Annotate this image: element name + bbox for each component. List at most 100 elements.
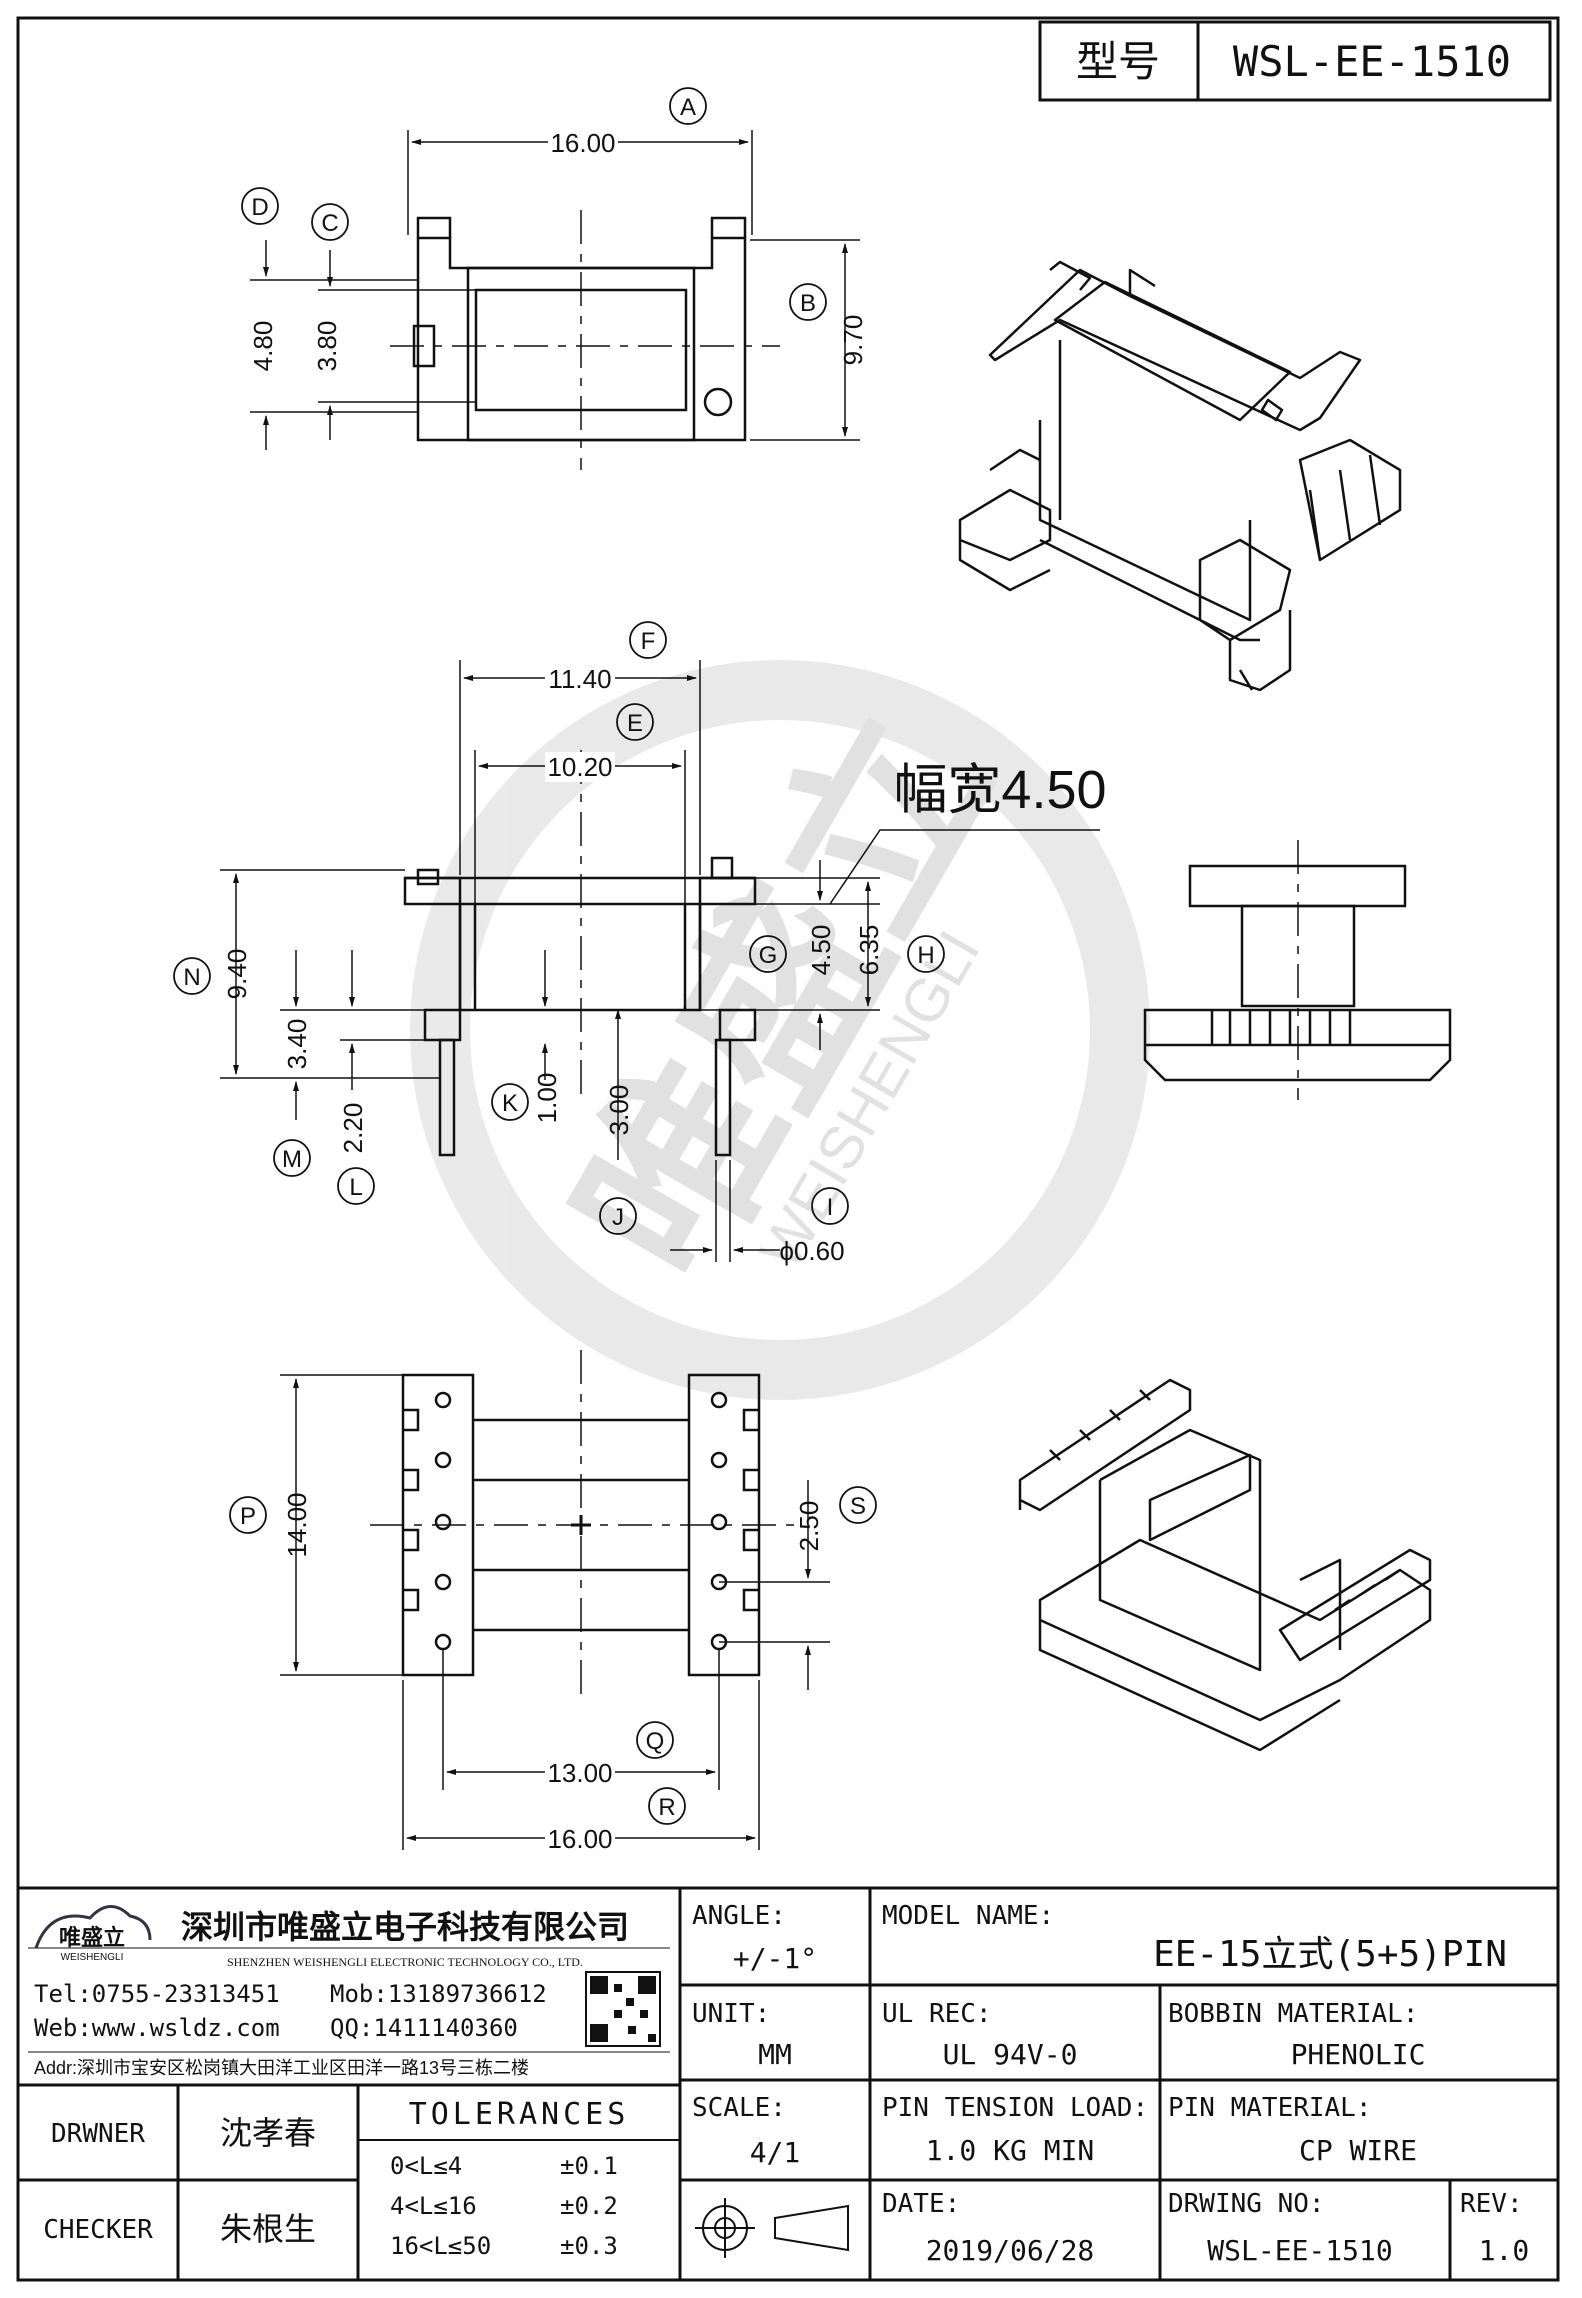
projection-symbol (695, 2198, 849, 2258)
pin-tension-label: PIN TENSION LOAD: (882, 2093, 1148, 2123)
svg-text:H: H (917, 942, 934, 969)
model-name-label: MODEL NAME: (882, 1901, 1054, 1931)
angle-label: ANGLE: (692, 1901, 786, 1931)
logo-text: 唯盛立 (59, 1925, 125, 1950)
marker-d: D (241, 187, 279, 225)
svg-text:N: N (183, 964, 200, 991)
unit-value: MM (758, 2038, 792, 2071)
company-en: SHENZHEN WEISHENGLI ELECTRONIC TECHNOLOG… (227, 1955, 583, 1969)
bobbin-material-label: BOBBIN MATERIAL: (1168, 1999, 1418, 2029)
dim-p-value: 14.00 (282, 1492, 312, 1557)
unit-label: UNIT: (692, 1999, 770, 2029)
svg-text:M: M (282, 1146, 302, 1173)
ul-rec-label: UL REC: (882, 1999, 992, 2029)
model-value: WSL-EE-1510 (1233, 37, 1511, 86)
tolerance-value-3: ±0.3 (560, 2232, 618, 2260)
side-view (1143, 840, 1452, 1100)
svg-text:Q: Q (646, 1728, 665, 1755)
checker-label: CHECKER (43, 2215, 153, 2245)
dim-h-value: 6.35 (854, 925, 884, 976)
pin-material-label: PIN MATERIAL: (1168, 2093, 1372, 2123)
marker-i: I (811, 1187, 849, 1225)
dim-e-value: 10.20 (547, 752, 612, 782)
date-value: 2019/06/28 (926, 2234, 1095, 2267)
marker-q: Q (636, 1721, 674, 1759)
svg-text:B: B (800, 290, 816, 317)
header-model-box: 型号 WSL-EE-1510 (1038, 20, 1552, 102)
marker-e: E (616, 703, 654, 741)
qr-code (585, 1971, 661, 2047)
dim-b-value: 9.70 (838, 315, 868, 366)
marker-a: A (669, 87, 707, 125)
svg-text:J: J (612, 1204, 624, 1231)
svg-text:C: C (321, 210, 338, 237)
marker-n: N (173, 957, 211, 995)
dim-s-value: 2.50 (794, 1501, 824, 1552)
marker-f: F (629, 621, 667, 659)
company-info: 深圳市唯盛立电子科技有限公司 SHENZHEN WEISHENGLI ELECT… (34, 1909, 629, 2078)
qq: QQ:1411140360 (330, 2014, 518, 2042)
tolerance-value-2: ±0.2 (560, 2192, 618, 2220)
marker-b: B (789, 283, 827, 321)
date-label: DATE: (882, 2189, 960, 2219)
marker-r: R (648, 1787, 686, 1825)
pin-material-value: CP WIRE (1299, 2134, 1417, 2167)
marker-h: H (907, 935, 945, 973)
iso-view-bottom (1018, 1378, 1432, 1752)
top-view-labels: 16.00 9.70 4.80 3.80 A B C D (241, 87, 868, 372)
model-label: 型号 (1076, 38, 1160, 85)
marker-c: C (311, 203, 349, 241)
dim-a-value: 16.00 (550, 128, 615, 158)
scale-value: 4/1 (750, 2136, 801, 2169)
front-view-labels: 11.40 10.20 4.50 6.35 9.40 3.40 2.20 1.0… (173, 621, 1107, 1266)
tolerances-label: TOLERANCES (409, 2097, 630, 2132)
drawer-label: DRWNER (51, 2119, 145, 2149)
svg-text:E: E (627, 710, 643, 737)
logo-sub: WEISHENGLI (61, 1952, 124, 1963)
rev-label: REV: (1460, 2189, 1523, 2219)
address: Addr:深圳市宝安区松岗镇大田洋工业区田洋一路13号三栋二楼 (34, 2058, 529, 2078)
drawing-no-value: WSL-EE-1510 (1207, 2234, 1392, 2267)
tel: Tel:0755-23313451 (34, 1980, 280, 2008)
svg-text:R: R (658, 1794, 675, 1821)
company-cn: 深圳市唯盛立电子科技有限公司 (181, 1909, 629, 1945)
bottom-view (280, 1350, 830, 1850)
sheet-border (16, 16, 1560, 2282)
svg-text:D: D (251, 194, 268, 221)
marker-g: G (749, 935, 787, 973)
dim-r-value: 16.00 (547, 1824, 612, 1854)
drawer-value: 沈孝春 (220, 2115, 316, 2151)
ul-rec-value: UL 94V-0 (943, 2038, 1078, 2071)
svg-text:G: G (759, 942, 778, 969)
angle-value: +/-1° (733, 1942, 817, 1975)
svg-text:F: F (641, 628, 656, 655)
dim-l-value: 2.20 (338, 1103, 368, 1154)
top-view (250, 130, 860, 470)
dim-i-value: ϕ0.60 (779, 1236, 844, 1266)
svg-text:L: L (349, 1174, 362, 1201)
checker-value: 朱根生 (220, 2211, 316, 2247)
marker-j: J (599, 1197, 637, 1235)
dim-g-value: 4.50 (806, 925, 836, 976)
company-logo: 唯盛立 WEISHENGLI (34, 1905, 152, 1963)
title-block (18, 1886, 1558, 2280)
marker-s: S (839, 1486, 877, 1524)
dim-c-value: 3.80 (312, 321, 342, 372)
tolerance-range-1: 0<L≤4 (390, 2152, 462, 2180)
tolerance-value-1: ±0.1 (560, 2152, 618, 2180)
dim-q-value: 13.00 (547, 1758, 612, 1788)
dim-d-value: 4.80 (248, 321, 278, 372)
model-name-value: EE-15立式(5+5)PIN (1153, 1934, 1507, 1975)
drawing-no-label: DRWING NO: (1168, 2189, 1325, 2219)
marker-p: P (229, 1496, 267, 1534)
title-block-text: ANGLE: +/-1° MODEL NAME: EE-15立式(5+5)PIN… (43, 1901, 1529, 2267)
rev-value: 1.0 (1479, 2234, 1530, 2267)
front-view (220, 660, 1100, 1262)
tolerance-range-2: 4<L≤16 (390, 2192, 477, 2220)
width-note: 幅宽4.50 (893, 760, 1106, 820)
svg-text:S: S (850, 1493, 866, 1520)
marker-l: L (337, 1167, 375, 1205)
dim-n-value: 9.40 (222, 949, 252, 1000)
dim-k-value: 1.00 (532, 1073, 562, 1124)
dim-m-value: 3.40 (282, 1019, 312, 1070)
